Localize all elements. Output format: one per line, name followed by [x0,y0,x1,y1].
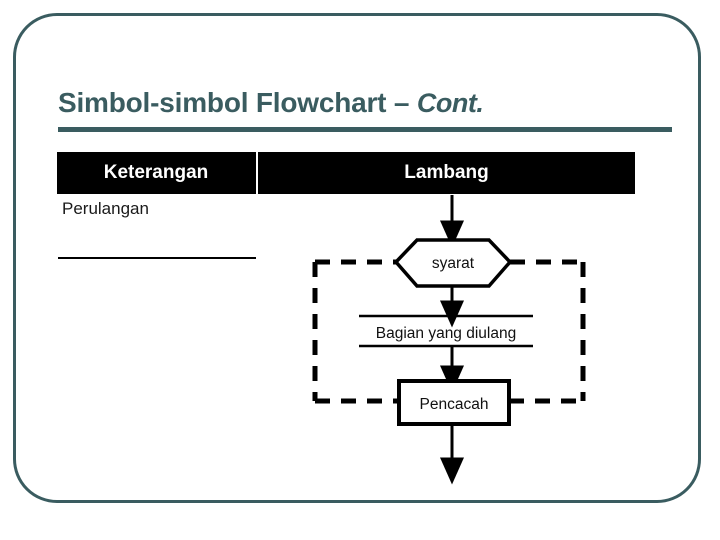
table-header-row: Keterangan Lambang [57,152,635,194]
page-title-main: Simbol-simbol Flowchart – [58,87,417,118]
node-bagian-band: Bagian yang diulang [359,314,533,348]
dashed-loop-path [312,259,586,404]
node-syarat-label: syarat [432,255,475,272]
node-syarat-hexagon: syarat [393,238,513,288]
page-title-cont: Cont. [416,88,484,118]
node-pencacah-rect: Pencacah [397,379,511,426]
column-header-lambang: Lambang [404,162,489,183]
page-title: Simbol-simbol Flowchart – Cont. [58,82,673,124]
title-underline-rule [58,127,672,132]
slide-border-frame [13,13,701,503]
node-pencacah-label: Pencacah [420,396,489,413]
column-divider [256,152,258,194]
column-header-keterangan: Keterangan [103,162,209,183]
table-cell-keterangan: Perulangan [62,199,149,218]
flowchart-diagram: syarat Bagian yang diulang Pencacah [290,190,620,490]
node-bagian-label: Bagian yang diulang [376,325,516,342]
table-row-divider [58,257,256,259]
